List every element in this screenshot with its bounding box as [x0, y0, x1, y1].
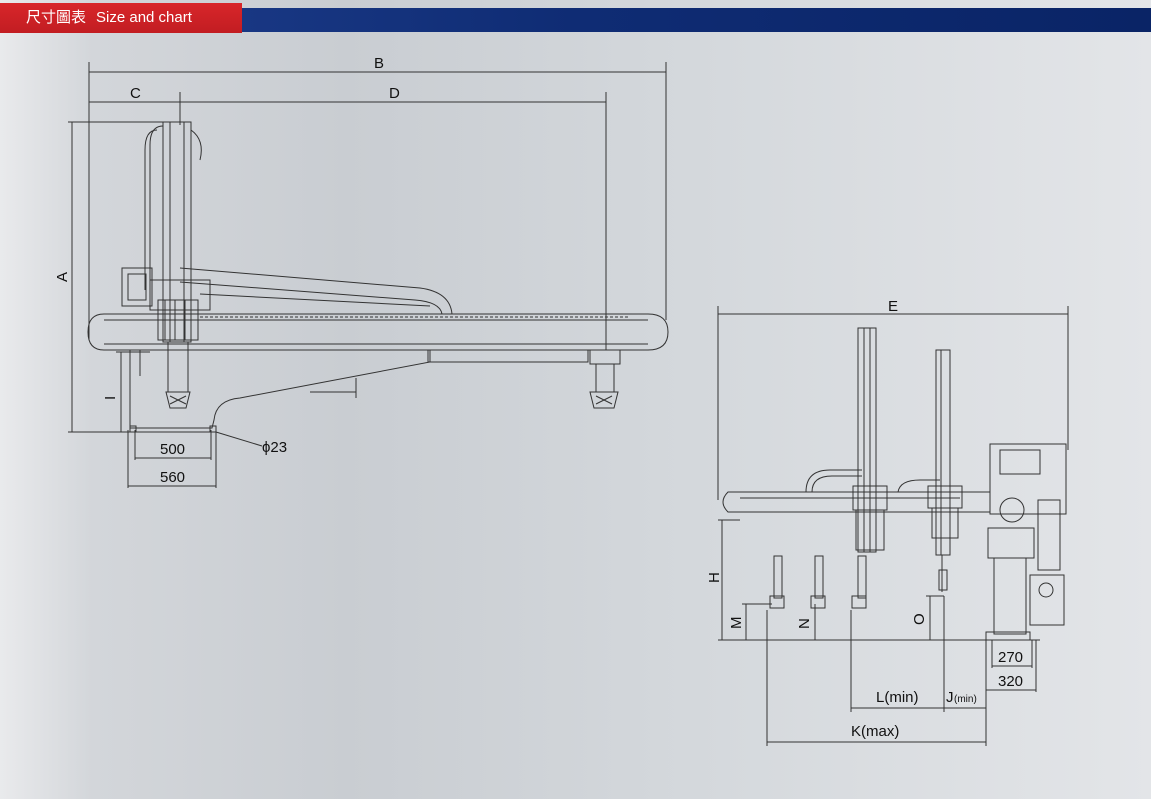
label-J-sub: (min)	[954, 694, 977, 705]
label-O: O	[911, 613, 928, 625]
label-A: A	[54, 272, 71, 282]
label-500: 500	[160, 441, 185, 458]
label-D: D	[389, 85, 400, 102]
label-320: 320	[998, 673, 1023, 690]
label-J: J	[946, 689, 954, 706]
label-diameter: ϕ23	[262, 439, 287, 456]
label-560: 560	[160, 469, 185, 486]
label-N: N	[796, 618, 813, 629]
label-K: K(max)	[851, 723, 899, 740]
title-en: Size and chart	[96, 9, 192, 26]
label-H: H	[706, 572, 723, 583]
label-B: B	[374, 55, 384, 72]
title-cn: 尺寸圖表	[26, 9, 87, 26]
header-title: 尺寸圖表 Size and chart	[0, 3, 242, 33]
label-I: I	[102, 396, 119, 400]
label-M: M	[728, 617, 745, 630]
label-270: 270	[998, 649, 1023, 666]
label-L: L(min)	[876, 689, 919, 706]
label-C: C	[130, 85, 141, 102]
label-E: E	[888, 298, 898, 315]
